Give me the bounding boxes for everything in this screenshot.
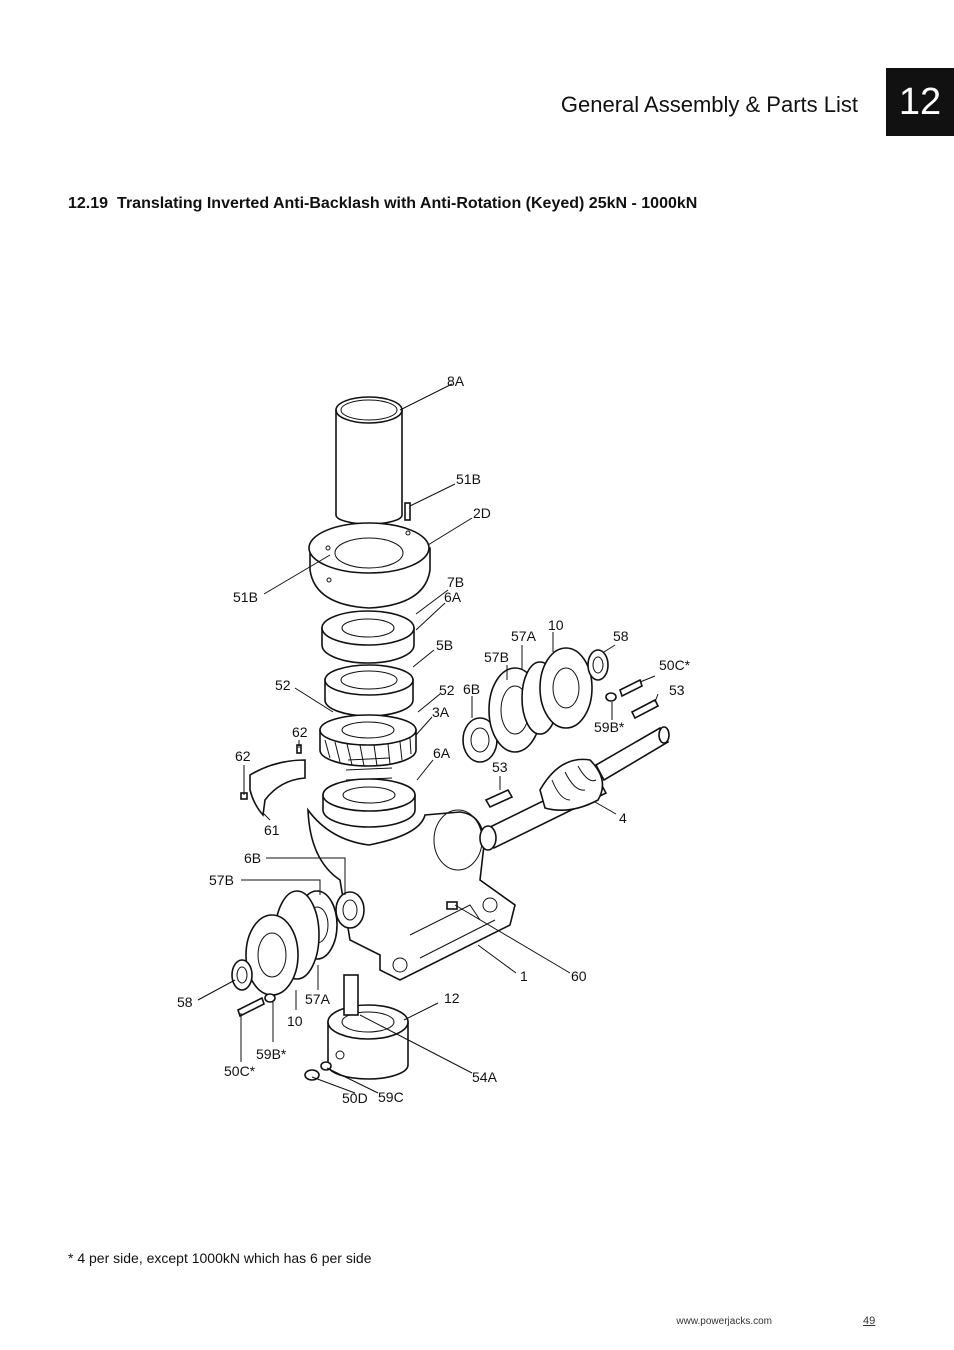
label-4: 4 — [619, 810, 627, 826]
label-50D: 50D — [342, 1090, 368, 1106]
label-51B-left: 51B — [233, 589, 258, 605]
label-57B-left: 57B — [209, 872, 234, 888]
label-52-left: 52 — [275, 677, 291, 693]
part-8A-tube — [335, 396, 403, 525]
part-60-nipple — [446, 901, 458, 910]
part-4-worm-shaft — [479, 726, 670, 851]
label-53-mid: 53 — [492, 759, 508, 775]
label-7B: 7B — [447, 574, 464, 590]
part-3A-worm-wheel — [319, 714, 417, 767]
part-2D-cover — [308, 522, 431, 609]
part-53-key-right — [630, 698, 660, 720]
label-62-a: 62 — [292, 724, 308, 740]
label-2D: 2D — [473, 505, 491, 521]
part-labels: 8A 51B 2D 51B 7B 6A 5B 52 52 3A 62 62 6A… — [177, 373, 691, 1106]
section-heading: 12.19 Translating Inverted Anti-Backlash … — [68, 195, 697, 213]
label-50C-right: 50C* — [659, 657, 691, 673]
leader-lines — [197, 383, 659, 1094]
label-60: 60 — [571, 968, 587, 984]
label-6B-left: 6B — [244, 850, 261, 866]
part-59B-washer-right — [605, 692, 617, 702]
label-6A-top: 6A — [444, 589, 462, 605]
label-10-left: 10 — [287, 1013, 303, 1029]
part-right-endcaps — [462, 647, 609, 763]
page-header-title: General Assembly & Parts List — [560, 92, 858, 117]
label-51B-top: 51B — [456, 471, 481, 487]
label-6A-low: 6A — [433, 745, 451, 761]
part-54A-nut — [327, 974, 409, 1080]
part-5B-spacer — [324, 664, 414, 717]
footer-url[interactable]: www.powerjacks.com — [676, 1316, 772, 1327]
section-number: 12.19 — [68, 195, 109, 212]
part-left-endcaps — [231, 890, 365, 996]
part-50D-screw — [304, 1069, 320, 1081]
label-61: 61 — [264, 822, 280, 838]
part-53-key-mid — [484, 788, 514, 809]
footnote: * 4 per side, except 1000kN which has 6 … — [68, 1250, 372, 1266]
section-title: Translating Inverted Anti-Backlash with … — [117, 195, 698, 212]
label-3A: 3A — [432, 704, 450, 720]
part-50C-bolt-left — [237, 996, 265, 1018]
chapter-tab: 12 — [886, 68, 954, 136]
label-1: 1 — [520, 968, 528, 984]
label-59B-right: 59B* — [594, 719, 625, 735]
chapter-number: 12 — [898, 80, 942, 123]
label-59C: 59C — [378, 1089, 404, 1105]
part-1-housing — [307, 807, 516, 981]
label-58-left: 58 — [177, 994, 193, 1010]
part-6A-bearing-low — [322, 778, 416, 828]
part-59B-washer-left — [264, 993, 276, 1003]
label-54A: 54A — [472, 1069, 498, 1085]
label-59B-left: 59B* — [256, 1046, 287, 1062]
label-10-right: 10 — [548, 617, 564, 633]
part-51B-pin-top — [404, 502, 411, 521]
part-59C-washer — [320, 1061, 332, 1071]
label-58-right: 58 — [613, 628, 629, 644]
label-57B-right: 57B — [484, 649, 509, 665]
part-50C-bolt-right — [619, 678, 643, 698]
label-5B: 5B — [436, 637, 453, 653]
part-61-guard — [240, 744, 306, 817]
label-12: 12 — [444, 990, 460, 1006]
label-57A-left: 57A — [305, 991, 331, 1007]
label-53-right: 53 — [669, 682, 685, 698]
label-6B-right: 6B — [463, 681, 480, 697]
label-50C-left: 50C* — [224, 1063, 256, 1079]
label-8A: 8A — [447, 373, 465, 389]
part-drawings — [231, 396, 670, 1081]
label-52-right: 52 — [439, 682, 455, 698]
part-6A-bearing-top — [321, 610, 415, 664]
label-57A-right: 57A — [511, 628, 537, 644]
label-62-b: 62 — [235, 748, 251, 764]
page-number: 49 — [863, 1315, 876, 1327]
